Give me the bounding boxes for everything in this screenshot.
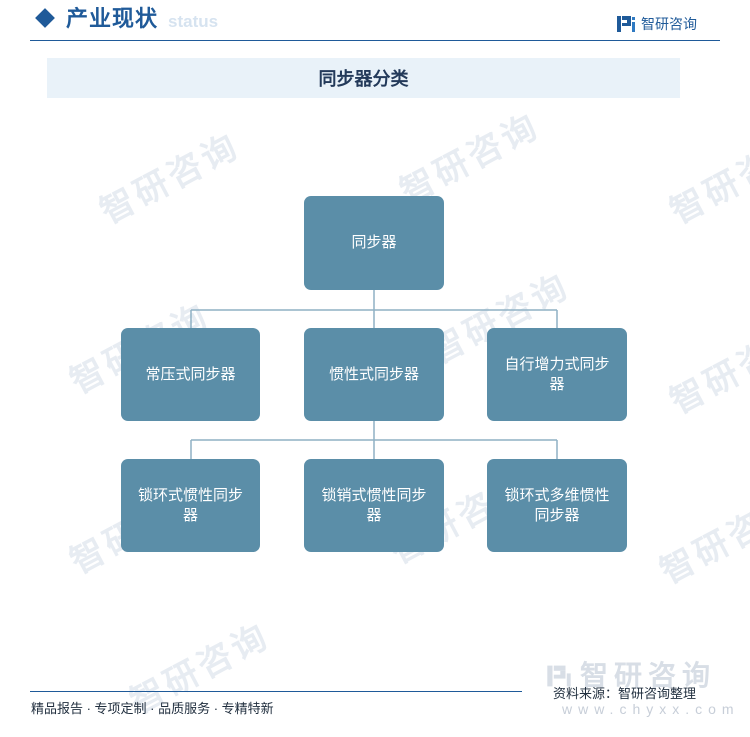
node-level2: 锁环式惯性同步器 <box>121 459 260 552</box>
diagram-title: 同步器分类 <box>318 69 409 89</box>
page-header: 产业现状 status 智研咨询 <box>0 0 750 44</box>
section-subtitle: status <box>168 12 219 31</box>
node-level1: 常压式同步器 <box>121 328 260 421</box>
header-divider <box>30 40 720 41</box>
node-level1: 惯性式同步器 <box>304 328 444 421</box>
footer-services: 精品报告 · 专项定制 · 品质服务 · 专精特新 <box>31 701 274 716</box>
diagram-title-bar: 同步器分类 <box>47 58 680 98</box>
node-root: 同步器 <box>304 196 444 290</box>
brand-logo-icon <box>617 16 635 32</box>
section-title: 产业现状 <box>66 6 159 31</box>
watermark-url: www.chyxx.com <box>562 701 740 717</box>
data-source: 资料来源：智研咨询整理 <box>553 686 697 701</box>
node-level1: 自行增力式同步器 <box>487 328 627 421</box>
node-level2: 锁销式惯性同步器 <box>304 459 444 552</box>
node-level2: 锁环式多维惯性同步器 <box>487 459 627 552</box>
watermark-logo-icon <box>547 665 571 687</box>
brand-name: 智研咨询 <box>641 16 697 32</box>
watermark-brand: 智研咨询 <box>580 660 717 691</box>
footer-divider <box>30 691 522 692</box>
